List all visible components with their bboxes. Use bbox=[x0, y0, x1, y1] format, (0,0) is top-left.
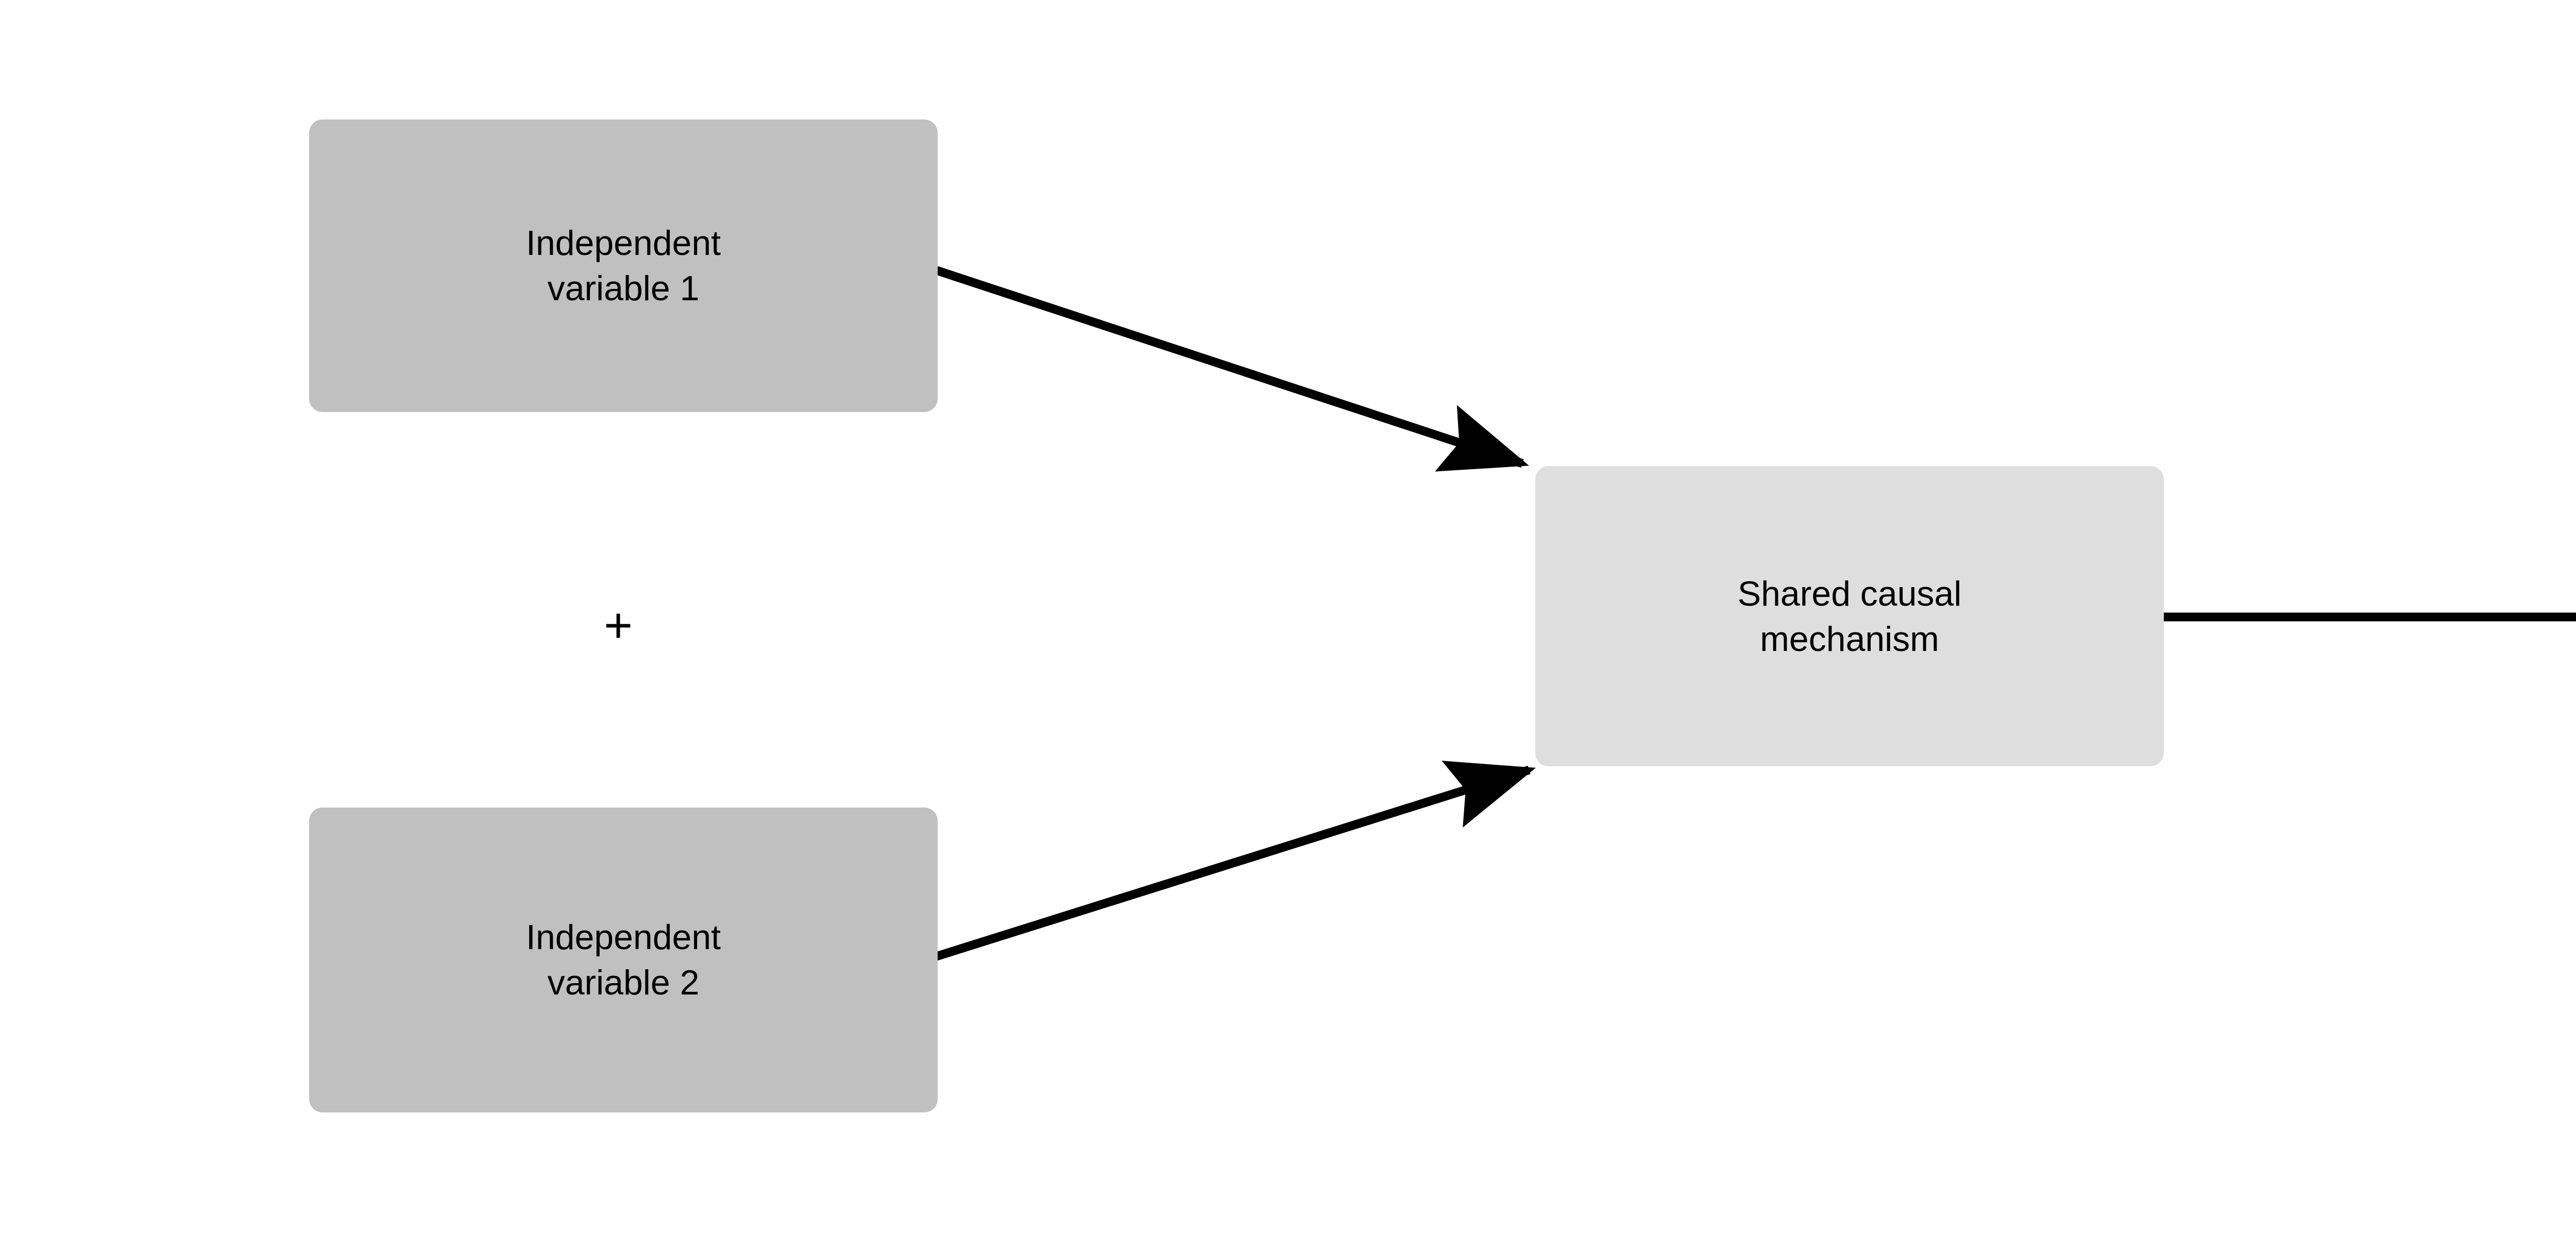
plus-operator-symbol: + bbox=[587, 592, 649, 659]
node-shared-causal-mechanism-label: Shared causal mechanism bbox=[1737, 574, 1962, 659]
node-independent-variable-1-label: Independent variable 1 bbox=[526, 224, 721, 308]
node-independent-variable-2-label: Independent variable 2 bbox=[526, 918, 721, 1002]
edge-iv1-to-mechanism bbox=[935, 266, 1529, 472]
node-shared-causal-mechanism[interactable]: Shared causal mechanism bbox=[1535, 466, 2164, 766]
node-independent-variable-1[interactable]: Independent variable 1 bbox=[309, 119, 938, 412]
plus-operator-label: + bbox=[603, 598, 633, 653]
node-independent-variable-2[interactable]: Independent variable 2 bbox=[309, 808, 938, 1112]
edge-iv2-to-mechanism bbox=[910, 761, 1536, 969]
